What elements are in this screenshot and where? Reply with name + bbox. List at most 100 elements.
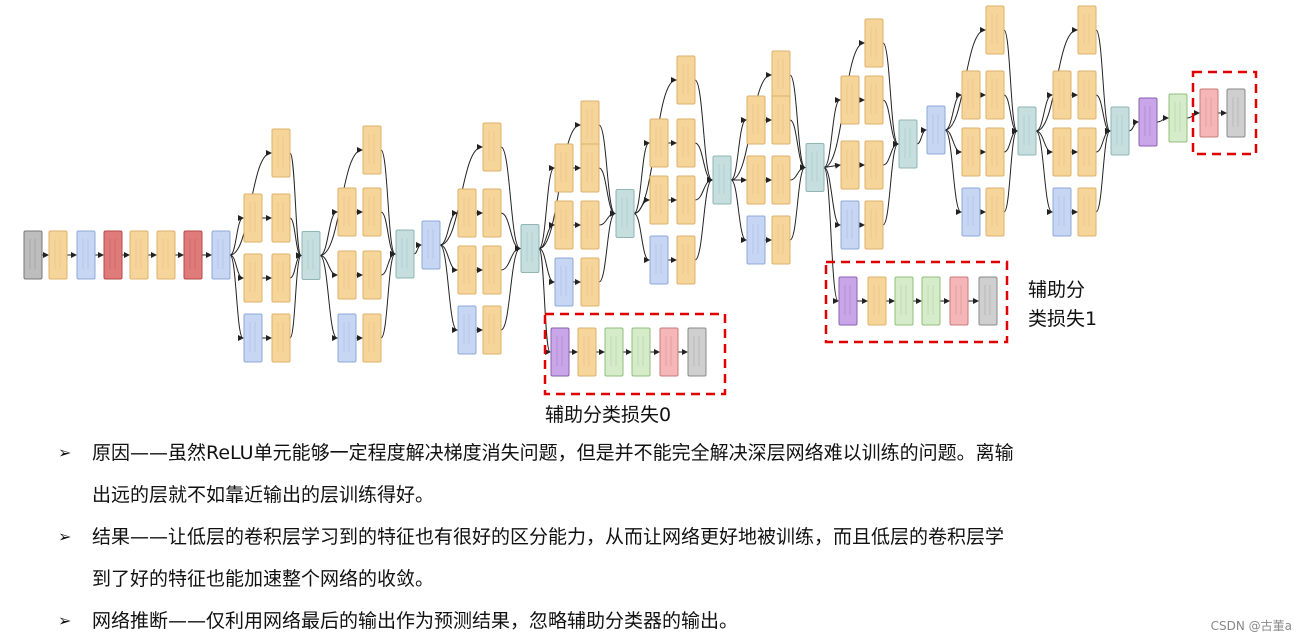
bullet-reason-line1: 原因——虽然ReLU单元能够一定程度解决梯度消失问题，但是并不能完全解决深层网络… bbox=[92, 442, 1014, 464]
edge-arrow bbox=[944, 129, 962, 155]
conv-node bbox=[48, 230, 68, 280]
fc-node bbox=[894, 276, 914, 326]
conv-node bbox=[676, 235, 696, 285]
conv-node bbox=[482, 245, 502, 295]
aux-loss-1-label-line1: 辅助分 bbox=[1028, 279, 1086, 301]
conv-node bbox=[271, 253, 291, 303]
conv-node bbox=[482, 122, 502, 172]
conv-node bbox=[580, 143, 600, 193]
conv-node bbox=[840, 75, 860, 125]
arrow-bullet-icon: ➢ bbox=[58, 611, 72, 630]
depthconcat-node bbox=[301, 231, 321, 280]
conv-node bbox=[864, 200, 884, 250]
aux-classifier-1-highlight bbox=[824, 260, 1009, 344]
edge-arrow bbox=[1035, 130, 1053, 215]
conv-node bbox=[362, 125, 382, 175]
softmax-activation-node bbox=[1199, 88, 1219, 138]
avgpool-node bbox=[1138, 97, 1158, 147]
conv-node bbox=[985, 70, 1005, 120]
edge-arrow bbox=[1035, 130, 1053, 155]
edge-arrow bbox=[730, 117, 747, 181]
conv-node bbox=[337, 187, 357, 237]
edge-arrow bbox=[538, 248, 551, 355]
conv-node bbox=[271, 128, 291, 178]
edge-arrow bbox=[694, 177, 713, 261]
bullet-result-line1: 结果——让低层的卷积层学习到的特征也有很好的区分能力，从而让网络更好地被训练，而… bbox=[92, 526, 1005, 548]
conv-node bbox=[676, 175, 696, 225]
final-softmax-highlight bbox=[1191, 70, 1258, 156]
conv-node bbox=[649, 175, 669, 225]
fc-node bbox=[604, 327, 624, 377]
edge-arrow bbox=[380, 149, 396, 257]
edge-arrow bbox=[289, 152, 302, 259]
conv-node bbox=[867, 276, 887, 326]
conv-node bbox=[1077, 70, 1097, 120]
bullet-inference: ➢ 网络推断——仅利用网络最后的输出作为预测结果，忽略辅助分类器的输出。 bbox=[58, 600, 1278, 642]
maxpool-node bbox=[337, 313, 357, 363]
depthconcat-node bbox=[395, 229, 415, 279]
conv-node bbox=[577, 327, 597, 377]
edge-arrow bbox=[229, 215, 244, 256]
maxpool-node bbox=[1052, 187, 1072, 237]
softmax-node bbox=[687, 327, 707, 377]
edge-arrow bbox=[229, 254, 244, 341]
conv-node bbox=[771, 215, 791, 265]
conv-node bbox=[771, 50, 791, 100]
edge-arrow bbox=[1156, 115, 1169, 123]
conv-node bbox=[961, 127, 981, 177]
softmax-node bbox=[978, 276, 998, 326]
fc-node bbox=[1168, 93, 1188, 143]
edge-arrow bbox=[1095, 29, 1111, 134]
edge-arrow bbox=[944, 129, 962, 215]
softmax-node bbox=[1226, 88, 1246, 138]
maxpool-node bbox=[554, 257, 574, 307]
edge-arrow bbox=[413, 242, 422, 255]
aux-loss-1-label-line2: 类损失1 bbox=[1028, 308, 1098, 330]
edge-arrow bbox=[500, 146, 521, 252]
edge-arrow bbox=[694, 79, 713, 183]
watermark: CSDN @古董a bbox=[1210, 619, 1292, 633]
edge-arrow bbox=[1035, 92, 1053, 132]
edge-arrow bbox=[944, 92, 962, 131]
conv-node bbox=[337, 250, 357, 300]
highlight-boxes bbox=[543, 70, 1258, 396]
edge-arrow bbox=[500, 245, 521, 331]
bullet-result-line2: 到了好的特征也能加速整个网络的收敛。 bbox=[92, 568, 435, 590]
conv-node bbox=[457, 188, 477, 238]
edge-arrow bbox=[598, 210, 616, 283]
conv-node bbox=[156, 230, 176, 280]
edge-arrow bbox=[789, 164, 806, 241]
conv-node bbox=[864, 18, 884, 68]
conv-node bbox=[1077, 187, 1097, 237]
edge-arrow bbox=[538, 248, 555, 285]
conv-node bbox=[482, 305, 502, 355]
conv-node bbox=[1077, 127, 1097, 177]
input-node bbox=[23, 230, 43, 280]
conv-node bbox=[1052, 70, 1072, 120]
conv-node bbox=[840, 140, 860, 190]
maxpool-node bbox=[649, 235, 669, 285]
edge-arrow bbox=[500, 212, 521, 252]
maxpool-node bbox=[746, 215, 766, 265]
aux-classifier-0-highlight bbox=[543, 312, 727, 396]
lrn-node bbox=[103, 230, 123, 280]
conv-node bbox=[961, 70, 981, 120]
arrow-bullet-icon: ➢ bbox=[58, 527, 72, 546]
aux-loss-0-label: 辅助分类损失0 bbox=[545, 404, 672, 426]
bullet-reason-line2: 出远的层就不如靠近输出的层训练得好。 bbox=[92, 484, 435, 506]
conv-node bbox=[457, 245, 477, 295]
arrow-bullet-icon: ➢ bbox=[58, 443, 72, 462]
maxpool-node bbox=[76, 230, 96, 280]
edge-arrow bbox=[538, 165, 555, 249]
conv-node bbox=[482, 188, 502, 238]
conv-node bbox=[985, 5, 1005, 55]
bullet-inference-line1: 网络推断——仅利用网络最后的输出作为预测结果，忽略辅助分类器的输出。 bbox=[92, 610, 739, 632]
maxpool-node bbox=[211, 230, 231, 280]
bullet-reason: ➢ 原因——虽然ReLU单元能够一定程度解决梯度消失问题，但是并不能完全解决深层… bbox=[58, 432, 1278, 516]
avgpool-node bbox=[838, 276, 858, 326]
conv-node bbox=[362, 187, 382, 237]
fc-node bbox=[921, 276, 941, 326]
conv-node bbox=[676, 55, 696, 105]
edge-arrow bbox=[633, 140, 650, 214]
edge-arrow bbox=[633, 213, 650, 263]
